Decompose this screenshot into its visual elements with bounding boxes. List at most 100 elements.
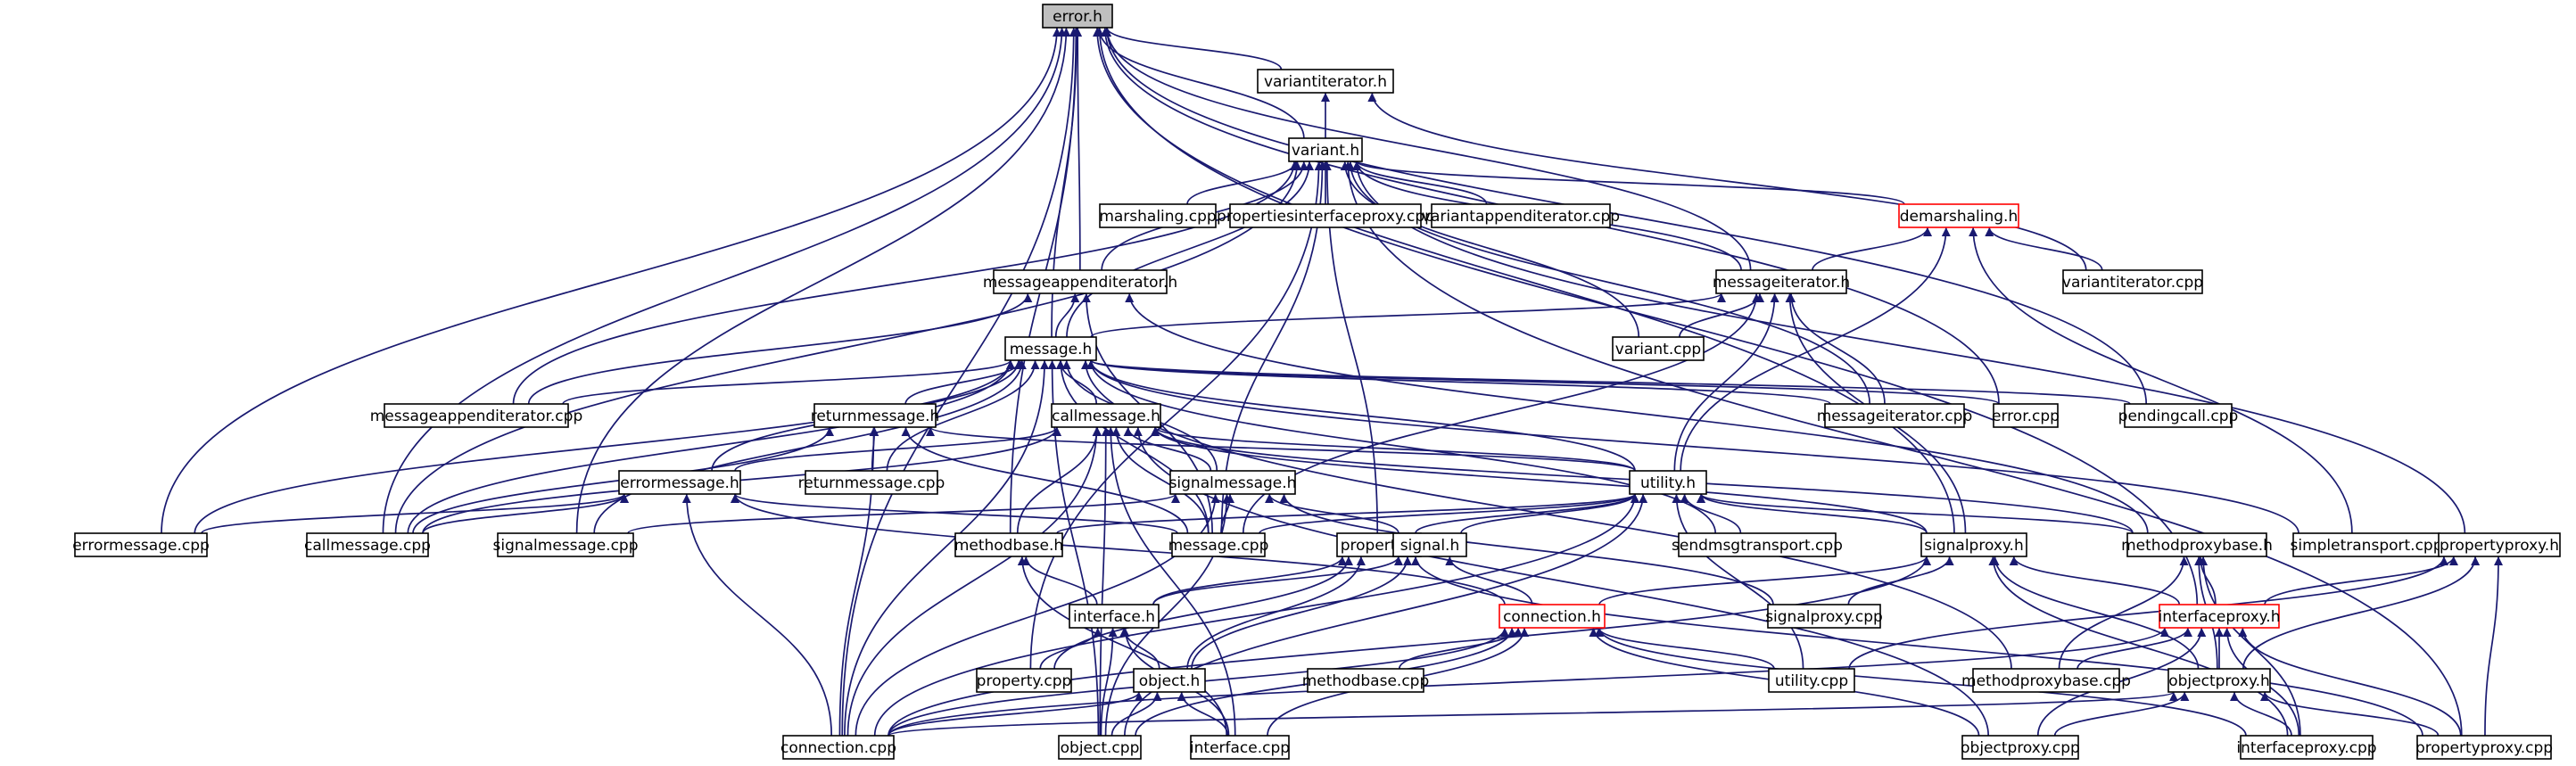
node-methodbase-cpp[interactable]: methodbase.cpp <box>1302 668 1430 693</box>
edge-connection-h-to-signalproxy-h <box>1598 556 1931 605</box>
node-label: messageappenditerator.h <box>983 274 1177 292</box>
edge-sendmsgtransport-cpp-to-message-h <box>1086 359 1717 534</box>
node-box <box>1099 203 1217 228</box>
node-interface-cpp[interactable]: interface.cpp <box>1190 735 1290 760</box>
edge-objectproxy-h-to-signalproxy-h <box>1990 556 2200 670</box>
node-error-h[interactable]: error.h <box>1042 4 1113 29</box>
node-box <box>1171 532 1266 557</box>
edge-utility-cpp-to-connection-h <box>1594 627 1775 670</box>
node-propertyproxy-cpp[interactable]: propertyproxy.cpp <box>2415 735 2553 760</box>
node-box <box>1133 668 1206 693</box>
node-box <box>1767 604 1881 629</box>
node-variant-cpp[interactable]: variant.cpp <box>1612 336 1705 361</box>
node-simpletransport-cpp[interactable]: simpletransport.cpp <box>2291 532 2443 557</box>
node-returnmessage-cpp[interactable]: returnmessage.cpp <box>798 470 945 495</box>
edge-propertyproxy-cpp-to-variant-h <box>1343 161 2463 737</box>
edge-simpletransport-cpp-to-message-h <box>1086 359 2299 534</box>
node-callmessage-h[interactable]: callmessage.h <box>1051 403 1161 428</box>
edge-interfaceproxy-cpp-to-objectproxy-h <box>2230 691 2292 737</box>
edge-methodproxybase-cpp-to-methodproxybase-h <box>2058 556 2189 670</box>
edge-sendmsgtransport-cpp-to-utility-h <box>1680 493 1742 534</box>
node-callmessage-cpp[interactable]: callmessage.cpp <box>304 532 431 557</box>
node-signalproxy-h[interactable]: signalproxy.h <box>1920 532 2027 557</box>
edge-interfaceproxy-h-to-error-h <box>1094 27 2199 605</box>
node-returnmessage-h[interactable]: returnmessage.h <box>811 403 940 428</box>
node-label: signalmessage.h <box>1169 474 1297 492</box>
node-label: signalproxy.cpp <box>1765 608 1883 626</box>
node-message-h[interactable]: message.h <box>1004 336 1097 361</box>
node-marshaling-cpp[interactable]: marshaling.cpp <box>1099 203 1217 228</box>
node-methodproxybase-cpp[interactable]: methodproxybase.cpp <box>1961 668 2131 693</box>
node-label: variantappenditerator.cpp <box>1422 208 1620 226</box>
node-utility-h[interactable]: utility.h <box>1629 470 1707 495</box>
node-box <box>1190 735 1290 760</box>
node-label: message.h <box>1010 341 1093 358</box>
edge-variant-cpp-to-messageiterator-h <box>1679 292 1765 338</box>
edge-connection-cpp-to-message-h <box>844 359 1050 737</box>
edge-propertyproxy-cpp-to-property-h <box>1411 556 2423 737</box>
node-box <box>1169 470 1296 495</box>
node-messageiterator-h[interactable]: messageiterator.h <box>1713 269 1850 294</box>
node-variantiterator-cpp[interactable]: variantiterator.cpp <box>2062 269 2203 294</box>
node-label: sendmsgtransport.cpp <box>1672 537 1843 555</box>
node-object-cpp[interactable]: object.cpp <box>1058 735 1142 760</box>
node-signalproxy-cpp[interactable]: signalproxy.cpp <box>1765 604 1883 629</box>
node-box <box>1069 604 1160 629</box>
node-utility-cpp[interactable]: utility.cpp <box>1768 668 1855 693</box>
edge-utility-h-to-demarshaling-h <box>1680 227 1951 472</box>
edge-utility-h-to-messageiterator-h <box>1673 292 1779 472</box>
edge-messageiterator-cpp-to-message-h <box>1086 359 1831 405</box>
node-messageiterator-cpp[interactable]: messageiterator.cpp <box>1817 403 1972 428</box>
node-objectproxy-h[interactable]: objectproxy.h <box>2167 668 2271 693</box>
node-signalmessage-h[interactable]: signalmessage.h <box>1169 470 1297 495</box>
node-propertyproxy-h[interactable]: propertyproxy.h <box>2438 532 2561 557</box>
node-variant-h[interactable]: variant.h <box>1288 137 1363 162</box>
node-box <box>813 403 937 428</box>
node-message-cpp[interactable]: message.cpp <box>1168 532 1269 557</box>
node-label: propertyproxy.h <box>2440 537 2559 555</box>
node-interface-h[interactable]: interface.h <box>1069 604 1160 629</box>
node-signal-h[interactable]: signal.h <box>1392 532 1467 557</box>
edge-connection-cpp-to-errormessage-h <box>681 493 833 737</box>
node-objectproxy-cpp[interactable]: objectproxy.cpp <box>1961 735 2080 760</box>
edge-message-cpp-to-utility-h <box>1259 493 1639 534</box>
node-demarshaling-h[interactable]: demarshaling.h <box>1898 203 2019 228</box>
node-label: property.cpp <box>977 672 1072 690</box>
node-interfaceproxy-h[interactable]: interfaceproxy.h <box>2159 604 2281 629</box>
node-box <box>2124 403 2233 428</box>
node-connection-h[interactable]: connection.h <box>1499 604 1606 629</box>
node-object-h[interactable]: object.h <box>1133 668 1206 693</box>
edge-propertyproxy-h-to-variant-h <box>1352 161 2466 534</box>
node-label: pendingcall.cpp <box>2118 408 2239 425</box>
node-errormessage-cpp[interactable]: errormessage.cpp <box>72 532 210 557</box>
node-messageappenditerator-h[interactable]: messageappenditerator.h <box>983 269 1177 294</box>
node-label: utility.cpp <box>1775 672 1848 690</box>
node-methodbase-h[interactable]: methodbase.h <box>954 532 1063 557</box>
edge-interface-cpp-to-methodbase-h <box>1017 556 1228 737</box>
node-connection-cpp[interactable]: connection.cpp <box>780 735 896 760</box>
node-label: connection.cpp <box>780 739 896 757</box>
node-interfaceproxy-cpp[interactable]: interfaceproxy.cpp <box>2236 735 2377 760</box>
node-label: returnmessage.h <box>811 408 940 425</box>
node-pendingcall-cpp[interactable]: pendingcall.cpp <box>2118 403 2239 428</box>
node-property-cpp[interactable]: property.cpp <box>976 668 1072 693</box>
edge-property-cpp-to-interface-h <box>1039 627 1102 670</box>
node-box <box>1715 269 1847 294</box>
node-label: objectproxy.h <box>2168 672 2270 690</box>
edge-messageappenditerator-h-to-error-h <box>1073 27 1083 271</box>
node-box <box>1042 4 1113 29</box>
edge-propertyproxy-cpp-to-objectproxy-h <box>2260 691 2440 737</box>
node-sendmsgtransport-cpp[interactable]: sendmsgtransport.cpp <box>1672 532 1843 557</box>
node-label: interfaceproxy.h <box>2159 608 2281 626</box>
node-messageappenditerator-cpp[interactable]: messageappenditerator.cpp <box>370 403 583 428</box>
node-box <box>976 668 1072 693</box>
node-methodproxybase-h[interactable]: methodproxybase.h <box>2121 532 2273 557</box>
edge-message-cpp-to-errormessage-h <box>731 493 1178 534</box>
node-propertiesinterfaceproxy-cpp[interactable]: propertiesinterfaceproxy.cpp <box>1217 203 1434 228</box>
node-error-cpp[interactable]: error.cpp <box>1992 403 2060 428</box>
node-variantiterator-h[interactable]: variantiterator.h <box>1257 69 1394 94</box>
edge-object-h-to-signal-h <box>1191 556 1412 670</box>
node-signalmessage-cpp[interactable]: signalmessage.cpp <box>492 532 639 557</box>
node-variantappenditerator-cpp[interactable]: variantappenditerator.cpp <box>1422 203 1620 228</box>
node-errormessage-h[interactable]: errormessage.h <box>618 470 741 495</box>
